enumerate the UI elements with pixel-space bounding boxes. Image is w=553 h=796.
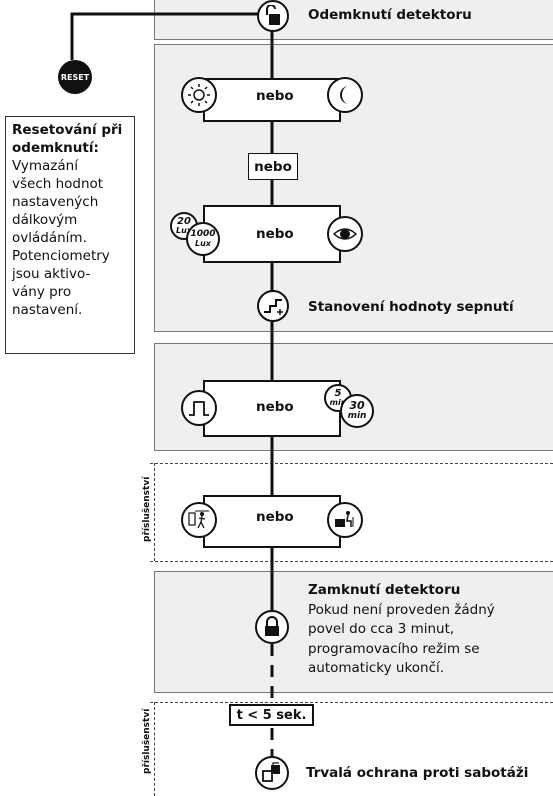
accessory-top-border-1 xyxy=(150,463,553,464)
block-accessories xyxy=(203,495,341,548)
accessory-top-border-2 xyxy=(150,702,553,703)
accessory-left-border-1 xyxy=(154,463,155,561)
lock-line: Pokud není proveden žádný xyxy=(308,602,495,618)
unlock-icon xyxy=(257,0,289,32)
set-value-icon xyxy=(257,290,289,322)
min-small-value: 5 xyxy=(334,388,342,399)
lock-icon xyxy=(255,610,289,644)
reset-button[interactable]: RESET xyxy=(58,60,92,94)
min-big-value: 30 xyxy=(349,399,365,412)
lock-line: automaticky ukončí. xyxy=(308,660,445,676)
unlock-label: Odemknutí detektoru xyxy=(308,7,472,23)
lux-small-unit: Lux xyxy=(176,226,192,235)
reset-note-line: ovládáním. xyxy=(12,230,87,246)
reset-note-line: všech hodnot xyxy=(12,176,104,192)
reset-note-box: Resetování při odemknutí: Vymazání všech… xyxy=(5,116,135,354)
lux-small-value: 20 xyxy=(177,216,191,227)
lock-title: Zamknutí detektoru xyxy=(308,582,461,598)
min-big-unit: min xyxy=(347,411,367,421)
eye-icon[interactable] xyxy=(327,216,363,252)
panel-lock xyxy=(154,571,553,693)
accessory-left-border-2 xyxy=(154,702,155,796)
or-label-block1: nebo xyxy=(256,88,294,104)
set-value-label: Stanovení hodnoty sepnutí xyxy=(308,299,514,315)
reset-note-line: Vymazání xyxy=(12,158,78,174)
lux-big-value: 1000 xyxy=(190,229,216,239)
tamper-icon xyxy=(255,756,289,790)
timer-label: t < 5 sek. xyxy=(236,707,307,723)
lock-line: programovacího režim se xyxy=(308,641,480,657)
panel-unlock xyxy=(154,0,553,40)
or-label-between: nebo xyxy=(254,158,292,175)
pulse-icon[interactable] xyxy=(181,390,217,426)
reset-note-line: nastavených xyxy=(12,194,99,210)
person-desk-icon[interactable] xyxy=(327,502,363,538)
or-box-between: nebo xyxy=(248,153,298,180)
reset-note-title: Resetování při odemknutí: xyxy=(12,122,123,156)
tamper-label: Trvalá ochrana proti sabotáži xyxy=(306,765,529,781)
sun-icon[interactable] xyxy=(181,77,217,113)
lock-line: povel do cca 3 minut, xyxy=(308,621,455,637)
lux-big-circle: 1000 Lux xyxy=(186,222,220,256)
or-label-block3: nebo xyxy=(256,399,294,415)
reset-note-line: vány pro xyxy=(12,284,72,300)
person-door-icon[interactable] xyxy=(181,502,217,538)
reset-note-line: Potenciometry xyxy=(12,248,110,264)
reset-note-line: jsou aktivo- xyxy=(12,266,91,282)
block-pulse-time xyxy=(203,380,341,437)
lux-icon[interactable]: 20 Lux 1000 Lux xyxy=(170,212,222,256)
min-big-circle: 30 min xyxy=(340,394,374,428)
timer-box: t < 5 sek. xyxy=(229,704,314,726)
moon-icon[interactable] xyxy=(327,77,363,113)
accessory-bottom-border-1 xyxy=(150,561,553,562)
reset-note-line: dálkovým xyxy=(12,212,78,228)
or-label-block4: nebo xyxy=(256,509,294,525)
minutes-icon[interactable]: 5 min 30 min xyxy=(324,384,376,428)
min-small-unit: min xyxy=(329,398,347,407)
lux-big-unit: Lux xyxy=(195,239,211,248)
or-label-block2: nebo xyxy=(256,226,294,242)
reset-note-line: nastavení. xyxy=(12,302,83,318)
reset-label: RESET xyxy=(60,72,90,82)
